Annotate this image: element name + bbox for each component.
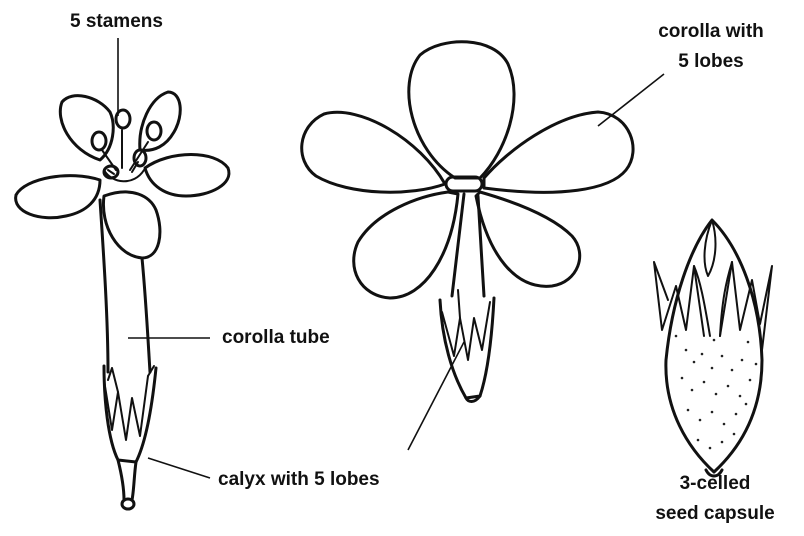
stamens (92, 110, 161, 178)
stamens-label: 5 stamens (70, 10, 163, 33)
petal-upper-left (60, 96, 113, 160)
front-view-flower (302, 42, 633, 402)
petal-right (145, 155, 229, 197)
calyx-pointer-left (148, 458, 210, 478)
capsule-label-line1: 3-celled (640, 472, 790, 495)
petal-left (16, 176, 100, 218)
calyx-middle (440, 290, 494, 402)
petal-upper-right (140, 92, 180, 150)
petal-lower-left (354, 192, 458, 298)
calyx-pointer-middle (408, 342, 464, 450)
petal-front (103, 192, 159, 258)
petal-upper-left (302, 112, 445, 192)
capsule-label-line2: seed capsule (640, 502, 790, 525)
seed-capsule (654, 220, 772, 476)
calyx (104, 366, 156, 509)
petal-lower-right (476, 192, 580, 286)
corolla-tube-label: corolla tube (222, 326, 330, 349)
calyx-label: calyx with 5 lobes (218, 468, 380, 491)
corolla-lobes-pointer (598, 74, 664, 126)
petal-upper-right (484, 112, 633, 192)
side-view-flower (16, 92, 229, 509)
corolla-lobes-label-line1: corolla with (646, 20, 776, 43)
corolla-lobes-label-line2: 5 lobes (646, 50, 776, 73)
